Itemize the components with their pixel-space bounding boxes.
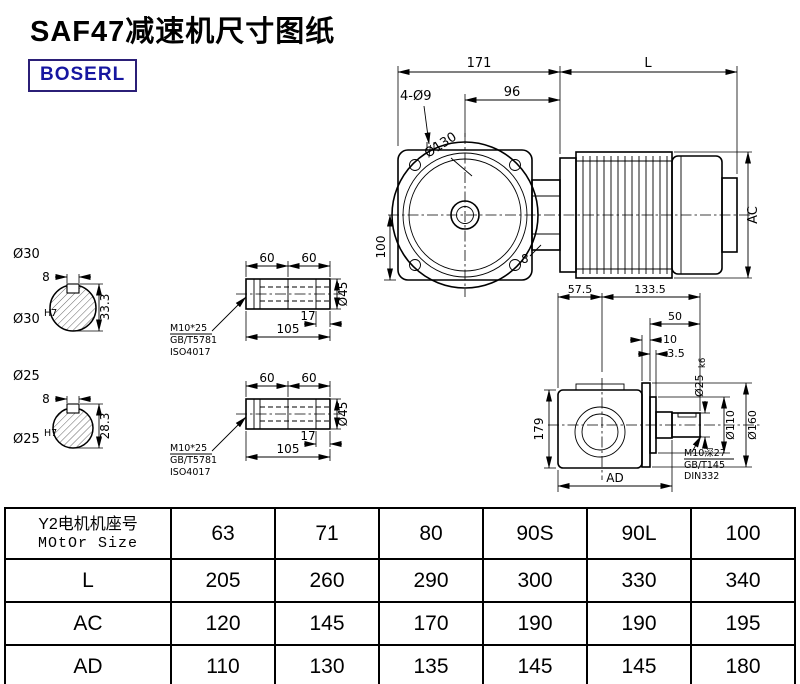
front-view: 171 L 96 4-Ø9 Ø130 100 AC 8 (374, 56, 761, 297)
AC-63: 120 (170, 601, 276, 646)
size-90L: 90L (586, 507, 692, 560)
header-motor-size: Y2电机机座号 MOtOr Size (4, 507, 172, 560)
technical-drawing: 171 L 96 4-Ø9 Ø130 100 AC 8 Ø30 8 33.3 Ø… (13, 56, 762, 492)
note-std2-b: ISO4017 (170, 467, 211, 478)
note-bolt-b: M10*25 (170, 443, 207, 454)
label-d25-tol: H7 (44, 428, 57, 439)
dim-133-5: 133.5 (634, 283, 666, 296)
dim-60a2: 60 (301, 251, 316, 265)
dim-key-8: 8 (521, 252, 529, 266)
dim-57-5: 57.5 (568, 283, 593, 296)
shaft-section-d30: Ø30 8 33.3 Ø30 H7 (13, 247, 112, 332)
L-63: 205 (170, 558, 276, 603)
dim-AC: AC (746, 206, 761, 224)
dim-28-3: 28.3 (98, 413, 112, 440)
AC-90L: 190 (586, 601, 692, 646)
note-std1-side: GB/T145 (684, 460, 725, 471)
AC-80: 170 (378, 601, 484, 646)
table-row-AD: AD 110 130 135 145 145 180 (4, 644, 796, 684)
dim-d45a: Ø45 (336, 282, 350, 307)
note-std2-a: ISO4017 (170, 347, 211, 358)
AC-71: 145 (274, 601, 380, 646)
L-71: 260 (274, 558, 380, 603)
dim-17a: 17 (300, 309, 315, 323)
row-label-AC: AC (4, 601, 172, 646)
size-63: 63 (170, 507, 276, 560)
dim-105a: 105 (277, 322, 300, 336)
dim-shaft-tol-k6: k6 (698, 358, 708, 368)
motor-size-label-cn: Y2电机机座号 (38, 515, 138, 533)
shaft-section-d25: Ø25 8 28.3 Ø25 H7 (13, 369, 112, 449)
side-view: 57.5 133.5 50 10 3.5 Ø25 k6 Ø110 Ø160 17… (532, 283, 762, 492)
motor-size-label-en: MOtOr Size (37, 534, 138, 552)
dim-L: L (644, 56, 652, 71)
dim-100: 100 (374, 236, 388, 259)
dim-keyw-8a: 8 (42, 270, 50, 284)
note-std1-b: GB/T5781 (170, 455, 217, 466)
dim-33-3: 33.3 (98, 294, 112, 321)
note-std1-a: GB/T5781 (170, 335, 217, 346)
label-d30h7: Ø30 (13, 312, 40, 327)
dim-179: 179 (532, 418, 546, 441)
dim-shaft-d25: Ø25 (693, 374, 706, 397)
row-label-AD: AD (4, 644, 172, 684)
table-row-L: L 205 260 290 300 330 340 (4, 558, 796, 603)
label-d30-tol: H7 (44, 308, 57, 319)
shaft-detail-b: 60 60 17 105 Ø45 M10*25 GB/T5781 ISO4017 (170, 371, 350, 478)
dim-105b: 105 (277, 442, 300, 456)
dim-d110: Ø110 (724, 410, 737, 440)
dim-d45b: Ø45 (336, 402, 350, 427)
L-90L: 330 (586, 558, 692, 603)
table-row-AC: AC 120 145 170 190 190 195 (4, 601, 796, 646)
dim-60b1: 60 (259, 371, 274, 385)
size-100: 100 (690, 507, 796, 560)
size-90S: 90S (482, 507, 588, 560)
table-row-header: Y2电机机座号 MOtOr Size 63 71 80 90S 90L 100 (4, 507, 796, 560)
dim-AD: AD (606, 471, 623, 485)
note-tap: M10深27 (684, 448, 726, 459)
dim-60b2: 60 (301, 371, 316, 385)
L-80: 290 (378, 558, 484, 603)
dim-3-5: 3.5 (667, 347, 685, 360)
row-label-L: L (4, 558, 172, 603)
label-d30: Ø30 (13, 247, 40, 262)
AD-71: 130 (274, 644, 380, 684)
AD-100: 180 (690, 644, 796, 684)
dim-10: 10 (663, 333, 677, 346)
dim-50: 50 (668, 310, 682, 323)
dimension-table: Y2电机机座号 MOtOr Size 63 71 80 90S 90L 100 … (4, 507, 796, 684)
L-90S: 300 (482, 558, 588, 603)
L-100: 340 (690, 558, 796, 603)
dim-17b: 17 (300, 429, 315, 443)
note-std2-side: DIN332 (684, 471, 719, 482)
AC-100: 195 (690, 601, 796, 646)
dim-d160: Ø160 (746, 410, 759, 440)
note-bolt-a: M10*25 (170, 323, 207, 334)
AD-90L: 145 (586, 644, 692, 684)
label-holes-4xd9: 4-Ø9 (400, 89, 431, 104)
AD-80: 135 (378, 644, 484, 684)
AD-63: 110 (170, 644, 276, 684)
label-d25: Ø25 (13, 369, 40, 384)
shaft-detail-a: 60 60 17 105 Ø45 M10*25 GB/T5781 ISO4017 (170, 251, 350, 358)
dim-96: 96 (504, 85, 521, 100)
AD-90S: 145 (482, 644, 588, 684)
dim-171: 171 (467, 56, 492, 71)
size-80: 80 (378, 507, 484, 560)
label-d25h7: Ø25 (13, 432, 40, 447)
AC-90S: 190 (482, 601, 588, 646)
brand-logo: BOSERL (28, 59, 138, 92)
page-title: SAF47减速机尺寸图纸 (30, 16, 336, 48)
dim-keyw-8b: 8 (42, 392, 50, 406)
size-71: 71 (274, 507, 380, 560)
dim-60a1: 60 (259, 251, 274, 265)
